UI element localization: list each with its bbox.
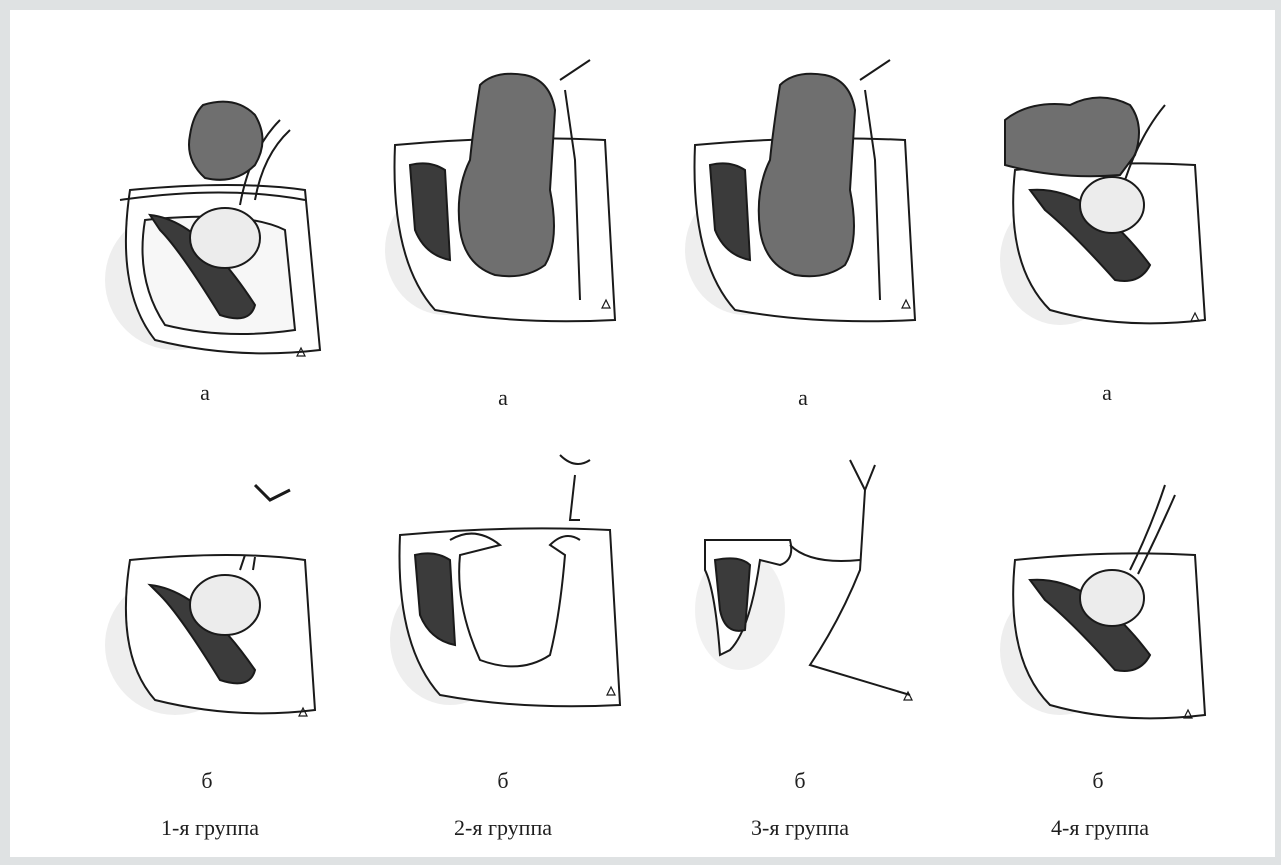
illustration-group1-a	[105, 90, 325, 360]
panel-letter-g1-a: а	[190, 380, 220, 406]
panel-group4-b	[1000, 470, 1215, 735]
illustration-group4-a	[1000, 85, 1215, 340]
panel-letter-g2-b: б	[488, 768, 518, 794]
panel-letter-g3-b: б	[785, 768, 815, 794]
illustration-group3-b	[700, 450, 930, 720]
illustration-group2-b	[390, 445, 630, 715]
group-label-4: 4-я группа	[1030, 815, 1170, 841]
panel-group2-b	[390, 445, 630, 715]
group-label-3: 3-я группа	[730, 815, 870, 841]
group-label-2: 2-я группа	[433, 815, 573, 841]
panel-letter-g1-b: б	[192, 768, 222, 794]
illustration-group1-b	[105, 465, 325, 725]
panel-group2-a	[385, 50, 625, 330]
panel-group4-a	[1000, 85, 1215, 340]
panel-letter-g4-b: б	[1083, 768, 1113, 794]
panel-letter-g3-a: а	[788, 385, 818, 411]
illustration-group2-a	[385, 50, 625, 330]
panel-group1-b	[105, 465, 325, 725]
panel-group3-b	[700, 450, 930, 720]
panel-group3-a	[685, 50, 925, 330]
illustration-group4-b	[1000, 470, 1215, 735]
panel-group1-a	[105, 90, 325, 360]
panel-letter-g2-a: а	[488, 385, 518, 411]
group-label-1: 1-я группа	[140, 815, 280, 841]
panel-letter-g4-a: а	[1092, 380, 1122, 406]
illustration-group3-a	[685, 50, 925, 330]
